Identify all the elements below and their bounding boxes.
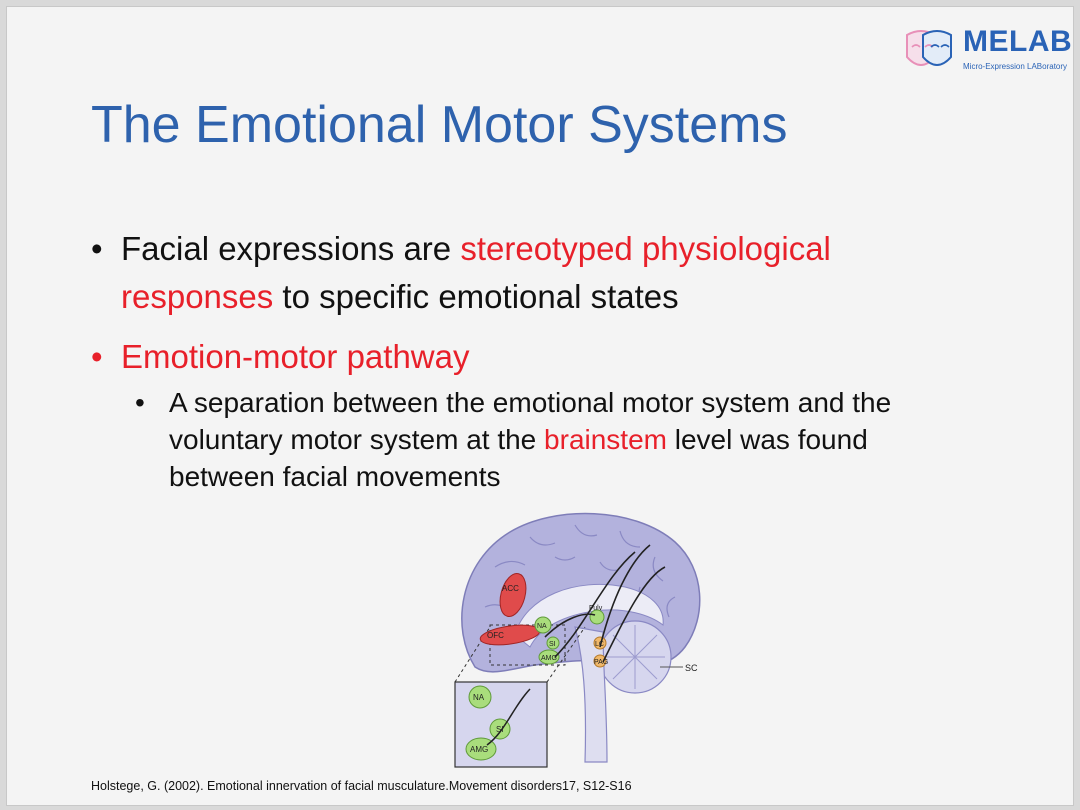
pathway-arrows bbox=[544, 544, 666, 663]
label-pag: PAG bbox=[594, 659, 608, 666]
melab-logo: MELAB Micro-Expression LABoratory bbox=[901, 23, 1073, 81]
label-inset-si: SI bbox=[496, 725, 504, 734]
inset-na-region bbox=[468, 685, 492, 709]
label-ofc: OFC bbox=[487, 631, 504, 640]
bullet-facial-expressions: • Facial expressions are stereotyped phy… bbox=[91, 225, 971, 321]
logo-subtitle: Micro-Expression LABoratory bbox=[963, 62, 1068, 71]
label-na: NA bbox=[537, 623, 547, 630]
pag-region bbox=[593, 654, 607, 668]
bullet-highlight: stereotyped physiological responses bbox=[121, 230, 831, 315]
amg-region bbox=[538, 649, 560, 665]
bullet-text: Emotion-motor pathway bbox=[121, 338, 470, 375]
label-inset-amg: AMG bbox=[470, 745, 488, 754]
bullet-highlight: brainstem bbox=[544, 424, 667, 455]
label-si: SI bbox=[549, 641, 556, 648]
label-fulv: Fulv bbox=[589, 605, 603, 612]
label-sc: SC bbox=[685, 663, 698, 673]
sub-bullet-separation: • A separation between the emotional mot… bbox=[135, 384, 965, 495]
bullet-text: A separation between the emotional motor… bbox=[169, 387, 892, 455]
si-region bbox=[546, 636, 560, 650]
bullet-text: Facial expressions are bbox=[121, 230, 461, 267]
bullet-dot: • bbox=[135, 387, 145, 418]
acc-region bbox=[499, 573, 527, 617]
bullet-dot: • bbox=[91, 230, 103, 267]
fulv-region bbox=[589, 609, 605, 625]
label-lc: LC bbox=[595, 641, 604, 648]
logo-name: MELAB bbox=[963, 25, 1073, 58]
brain-diagram: SC ACC OFC NA SI bbox=[454, 512, 701, 768]
bullet-text-end: to specific emotional states bbox=[273, 278, 679, 315]
slide-title: The Emotional Motor Systems bbox=[91, 96, 788, 154]
lc-region bbox=[593, 636, 607, 650]
corpus-callosum bbox=[514, 583, 664, 648]
slide: MELAB Micro-Expression LABoratory The Em… bbox=[6, 6, 1074, 806]
bullet-dot: • bbox=[91, 338, 103, 375]
label-inset-na: NA bbox=[473, 693, 485, 702]
bullet-text-end: level was found between facial movements bbox=[169, 424, 868, 492]
two-faces-icon bbox=[906, 30, 952, 66]
na-region bbox=[534, 616, 552, 634]
citation: Holstege, G. (2002). Emotional innervati… bbox=[91, 779, 632, 793]
label-acc: ACC bbox=[502, 584, 519, 593]
label-amg: AMG bbox=[541, 655, 557, 662]
bullet-emotion-motor-pathway: • Emotion-motor pathway bbox=[91, 333, 971, 381]
